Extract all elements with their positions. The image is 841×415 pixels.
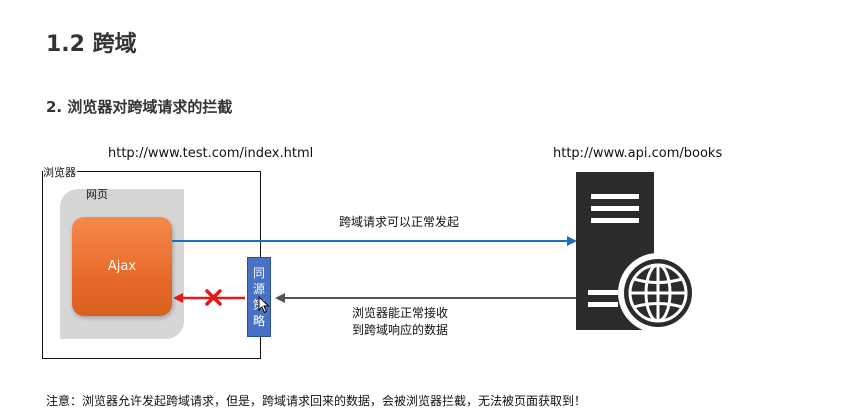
cursor-icon <box>258 296 270 314</box>
browser-label: 浏览器 <box>43 164 77 180</box>
server-url: http://www.api.com/books <box>553 146 723 161</box>
ajax-block: Ajax <box>72 217 172 316</box>
blocked-x-icon <box>205 289 222 306</box>
response-label-line2: 到跨域响应的数据 <box>352 323 449 337</box>
client-url: http://www.test.com/index.html <box>108 146 314 161</box>
section-subtitle: 2. 浏览器对跨域请求的拦截 <box>46 98 233 116</box>
ajax-label: Ajax <box>107 259 137 274</box>
policy-char: 同 <box>252 266 265 280</box>
globe-icon <box>618 253 698 333</box>
response-label: 浏览器能正常接收 到跨域响应的数据 <box>352 305 448 339</box>
policy-char: 略 <box>252 314 265 328</box>
policy-char: 源 <box>252 282 265 296</box>
webpage-label: 网页 <box>86 188 108 201</box>
page-title: 1.2 跨域 <box>46 32 137 57</box>
footnote: 注意：浏览器允许发起跨域请求，但是，跨域请求回来的数据，会被浏览器拦截，无法被页… <box>46 394 587 408</box>
request-label: 跨域请求可以正常发起 <box>339 215 460 229</box>
response-label-line1: 浏览器能正常接收 <box>352 306 449 320</box>
